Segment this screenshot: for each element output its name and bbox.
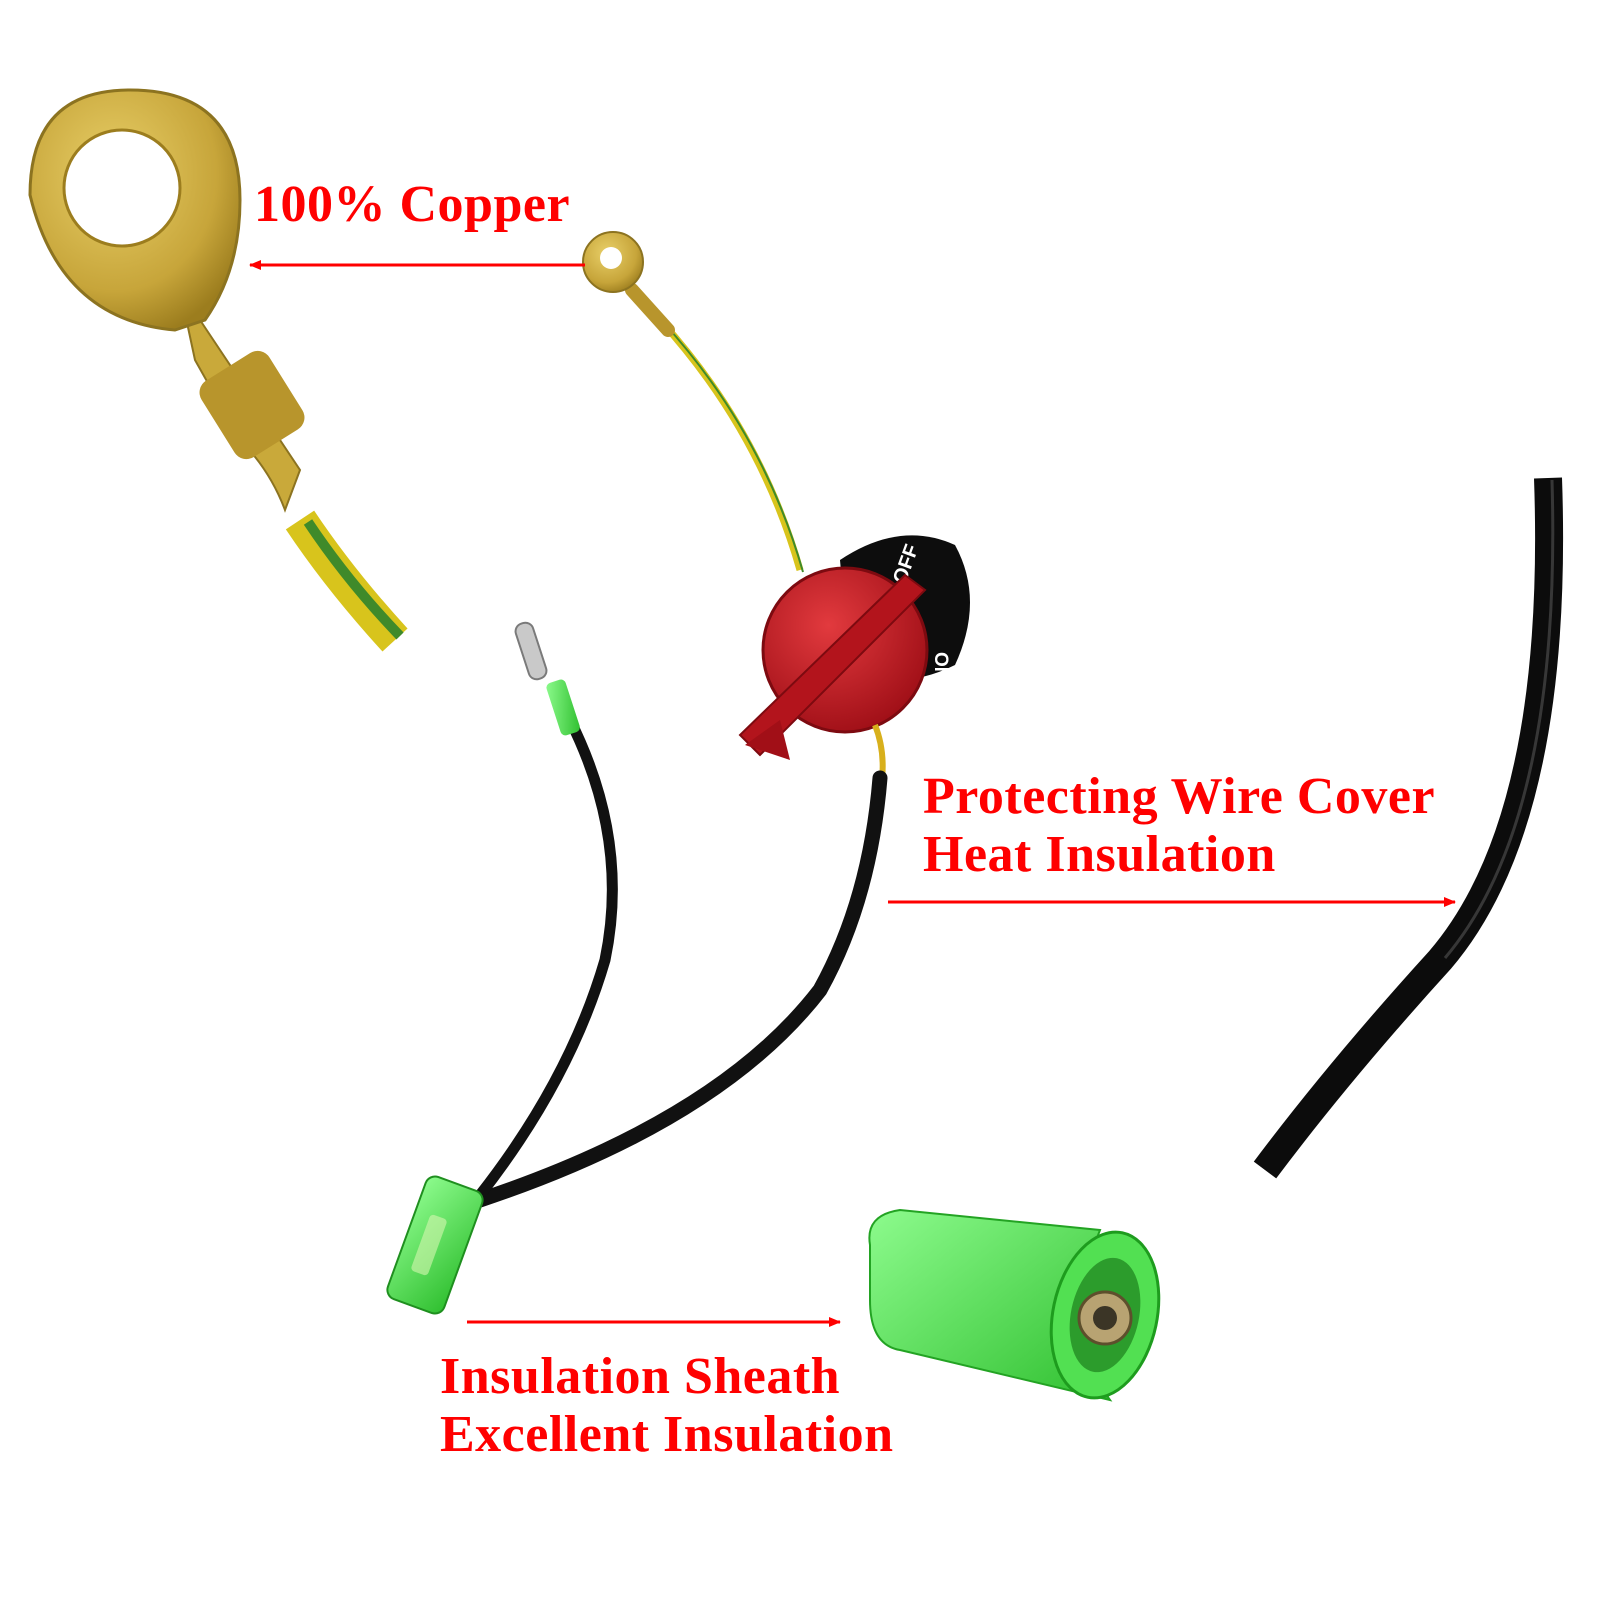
copper-caption: 100% Copper	[254, 176, 571, 233]
ground-wire	[582, 231, 804, 573]
loose-cable	[1253, 477, 1564, 1179]
joint-sheath	[386, 1175, 484, 1315]
bullet-connector-wire	[475, 621, 618, 1199]
wire-cover-caption-line1: Protecting Wire Cover	[923, 768, 1436, 825]
black-lead-wire	[472, 723, 888, 1208]
switch-assembly: OFF ON	[738, 535, 970, 760]
sheath-caption-line2: Excellent Insulation	[440, 1406, 894, 1463]
ring-terminal-closeup	[28, 88, 408, 652]
sheath-closeup	[868, 1208, 1161, 1402]
sheath-caption-line1: Insulation Sheath	[440, 1348, 841, 1405]
switch-on-label: ON	[930, 652, 951, 681]
wire-cover-caption-line2: Heat Insulation	[923, 826, 1276, 883]
